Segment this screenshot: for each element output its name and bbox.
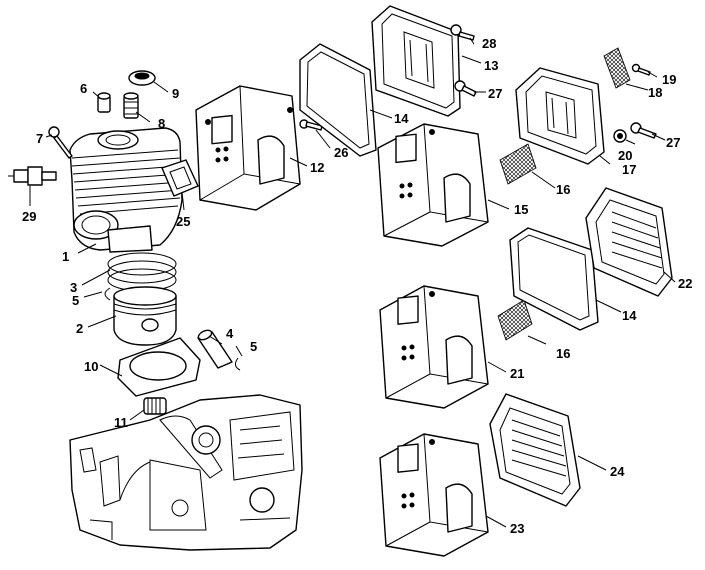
callout-16: 16: [556, 182, 570, 197]
spark-arrestor-screen: [499, 143, 537, 185]
louvered-cover: [489, 393, 581, 507]
spark-plug: [8, 166, 57, 186]
circlip: [104, 287, 111, 301]
piston: [113, 286, 177, 346]
callout-21: 21: [510, 366, 524, 381]
screw: [631, 63, 651, 76]
callout-28: 28: [482, 36, 496, 51]
screw: [299, 119, 323, 131]
callout-13: 13: [484, 58, 498, 73]
callout-27: 27: [666, 135, 680, 150]
muffler: [377, 123, 489, 247]
screw: [48, 126, 73, 159]
cover-gasket: [299, 43, 377, 157]
callout-10: 10: [84, 359, 98, 374]
circlip: [234, 357, 241, 371]
piston-rings: [107, 252, 177, 292]
callout-23: 23: [510, 521, 524, 536]
muffler: [195, 85, 301, 211]
muffler: [379, 433, 489, 557]
cylinder: [69, 127, 183, 253]
callout-5: 5: [72, 293, 79, 308]
callout-labels: 1 2 3 4 5 5 6 7 8 9 10 11 12 13 14 14 15…: [22, 36, 692, 536]
callout-14: 14: [394, 111, 409, 126]
muffler: [379, 285, 489, 409]
callout-16: 16: [556, 346, 570, 361]
louvered-cover: [585, 187, 673, 297]
callout-17: 17: [622, 162, 636, 177]
callout-12: 12: [310, 160, 324, 175]
callout-26: 26: [334, 145, 348, 160]
callout-1: 1: [62, 249, 69, 264]
spark-arrestor-screen: [603, 47, 631, 89]
callout-3: 3: [70, 280, 77, 295]
cylinder-gasket: [117, 337, 201, 397]
callout-7: 7: [36, 131, 43, 146]
callout-18: 18: [648, 85, 662, 100]
callout-9: 9: [172, 86, 179, 101]
callout-5: 5: [250, 339, 257, 354]
valve-sleeve: [123, 92, 139, 119]
callout-8: 8: [158, 116, 165, 131]
callout-24: 24: [610, 464, 625, 479]
valve-cap: [128, 70, 156, 86]
callout-4: 4: [226, 326, 234, 341]
muffler-cover: [371, 5, 461, 117]
needle-cage: [143, 397, 167, 415]
callout-25: 25: [176, 214, 190, 229]
spark-arrestor-screen: [497, 299, 533, 341]
callout-22: 22: [678, 276, 692, 291]
leader-lines: [29, 37, 676, 528]
crankcase: [69, 394, 303, 551]
callout-2: 2: [76, 321, 83, 336]
callout-11: 11: [114, 415, 128, 430]
callout-15: 15: [514, 202, 528, 217]
muffler-gasket: [161, 159, 199, 197]
callout-19: 19: [662, 72, 676, 87]
decompression-valve: [97, 92, 111, 113]
piston-pin: [197, 329, 233, 369]
callout-6: 6: [80, 81, 87, 96]
cover-gasket: [509, 227, 599, 331]
screw: [454, 80, 477, 97]
callout-27: 27: [488, 86, 502, 101]
callout-20: 20: [618, 148, 632, 163]
callout-29: 29: [22, 209, 36, 224]
muffler-cover: [515, 67, 605, 165]
screw: [630, 122, 657, 139]
callout-14: 14: [622, 308, 637, 323]
washer: [613, 129, 627, 143]
